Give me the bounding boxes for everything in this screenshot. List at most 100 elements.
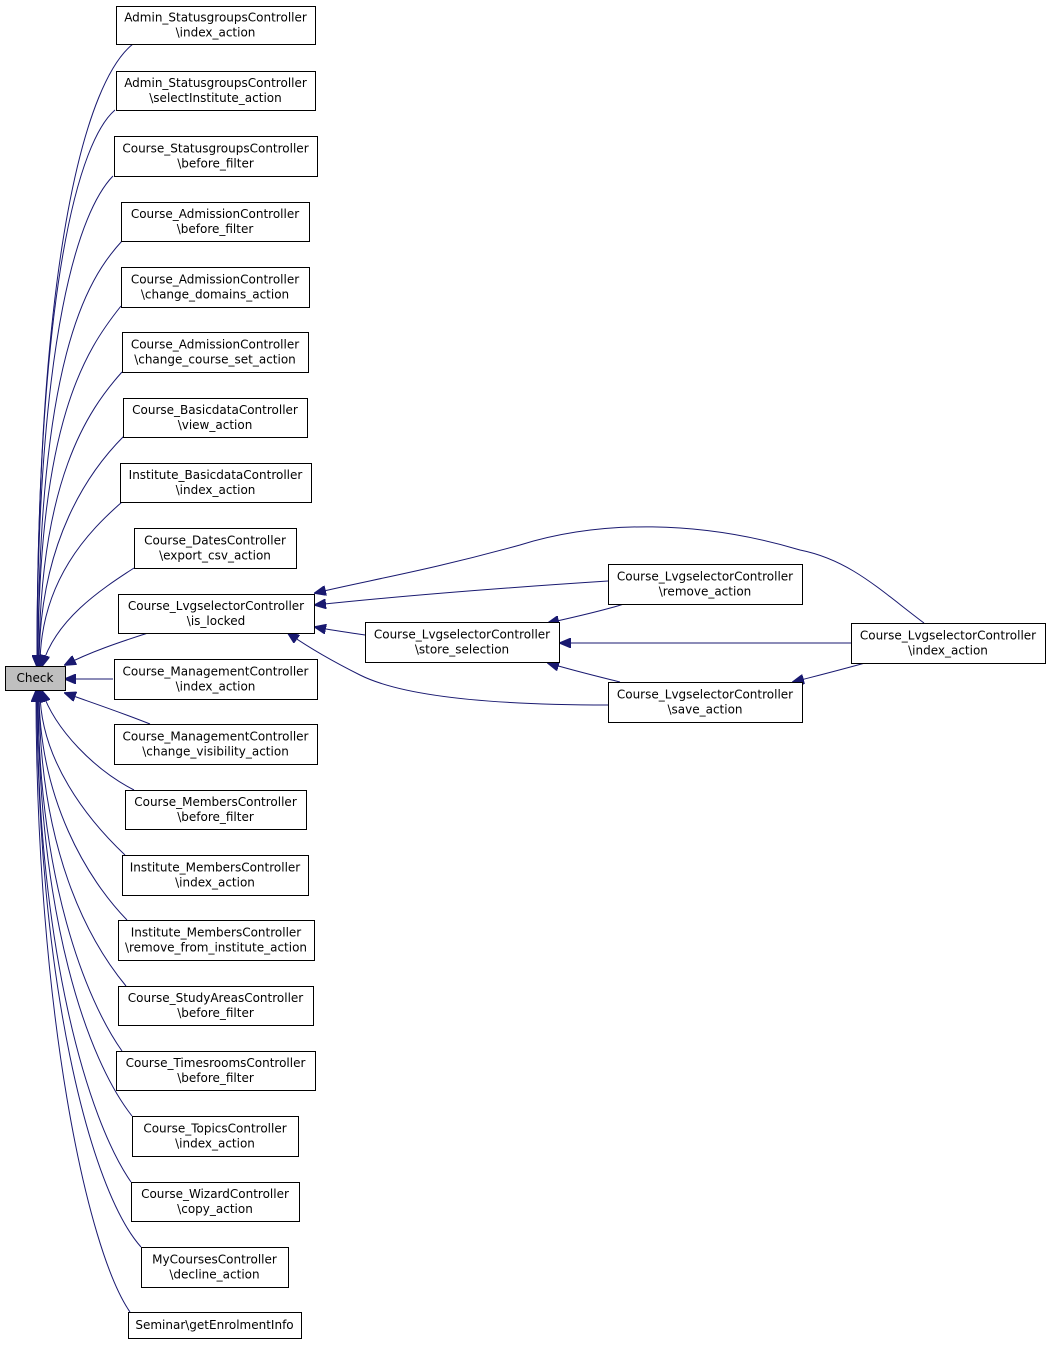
node-label-line-2: \index_action	[175, 1137, 255, 1151]
edge-n12-to-check	[65, 693, 151, 725]
node-label-line-2: \store_selection	[415, 643, 509, 657]
node-n18[interactable]: Course_TopicsController\index_action	[132, 1116, 299, 1157]
edge-n10-to-check	[65, 632, 149, 665]
node-n8[interactable]: Institute_BasicdataController\index_acti…	[120, 463, 312, 503]
node-label: MyCoursesController	[152, 1253, 277, 1267]
node-label-line-2: \before_filter	[177, 157, 254, 171]
node-label-line-2: \before_filter	[177, 1006, 254, 1020]
node-n17[interactable]: Course_TimesroomsController\before_filte…	[116, 1051, 316, 1091]
edge-n21-to-check	[36, 691, 131, 1313]
node-n5[interactable]: Course_AdmissionController\change_domain…	[121, 267, 310, 308]
node-box	[851, 623, 1046, 664]
node-n1[interactable]: Admin_StatusgroupsController\index_actio…	[116, 6, 316, 45]
edge-n8-to-check	[40, 501, 123, 666]
node-label: Course_LvgselectorController	[860, 629, 1036, 643]
node-label-line-2: \index_action	[175, 876, 255, 890]
node-n9[interactable]: Course_DatesController\export_csv_action	[134, 528, 297, 569]
node-store[interactable]: Course_LvgselectorController\store_selec…	[365, 622, 560, 663]
edge-n18-to-check	[38, 691, 133, 1117]
node-label-line-2: \save_action	[667, 703, 742, 717]
node-n13[interactable]: Course_MembersController\before_filter	[125, 790, 307, 830]
node-label: Course_LvgselectorController	[374, 628, 550, 642]
node-label-line-2: \before_filter	[177, 222, 254, 236]
node-box	[123, 398, 308, 438]
edge-n2-to-check	[37, 109, 116, 666]
node-label: Course_ManagementController	[123, 730, 309, 744]
node-label-line-2: \index_action	[176, 483, 256, 497]
node-label-line-2: \index_action	[908, 644, 988, 658]
edge-n7-to-check	[39, 435, 125, 666]
node-box	[128, 1312, 302, 1339]
node-label: Course_AdmissionController	[131, 207, 299, 221]
node-label-line-2: \index_action	[176, 26, 256, 40]
node-n20[interactable]: MyCoursesController\decline_action	[141, 1247, 289, 1288]
edge-save-to-n10	[288, 633, 609, 706]
node-n19[interactable]: Course_WizardController\copy_action	[131, 1182, 300, 1222]
node-n15[interactable]: Institute_MembersController\remove_from_…	[118, 920, 315, 961]
node-label: Seminar\getEnrolmentInfo	[135, 1318, 293, 1332]
node-box	[118, 986, 314, 1026]
node-box	[116, 71, 316, 111]
node-n6[interactable]: Course_AdmissionController\change_course…	[122, 332, 309, 373]
node-n12[interactable]: Course_ManagementController\change_visib…	[114, 724, 318, 765]
node-n7[interactable]: Course_BasicdataController\view_action	[123, 398, 308, 438]
node-box	[114, 724, 318, 765]
node-label: Course_ManagementController	[123, 665, 309, 679]
node-box	[134, 528, 297, 569]
node-box	[122, 855, 309, 896]
node-label: Admin_StatusgroupsController	[124, 76, 307, 90]
node-label: Course_TopicsController	[143, 1122, 286, 1136]
node-n11[interactable]: Course_ManagementController\index_action	[114, 659, 318, 700]
edge-n13-to-check	[42, 691, 135, 791]
edge-remove-to-n10	[315, 580, 609, 605]
node-box	[118, 920, 315, 961]
edge-remove-to-store	[548, 603, 625, 623]
edge-n16-to-check	[39, 691, 127, 987]
node-label: Institute_BasicdataController	[129, 468, 303, 482]
edge-store-to-n10	[315, 627, 366, 636]
node-box	[132, 1116, 299, 1157]
node-index[interactable]: Course_LvgselectorController\index_actio…	[851, 623, 1046, 664]
edge-index-to-n10	[315, 526, 925, 624]
node-label: Course_AdmissionController	[131, 273, 299, 287]
node-label-line-2: \export_csv_action	[159, 549, 271, 563]
node-label: Course_LvgselectorController	[128, 599, 304, 613]
node-n2[interactable]: Admin_StatusgroupsController\selectInsti…	[116, 71, 316, 111]
node-box	[125, 790, 307, 830]
edge-n4-to-check	[38, 240, 123, 666]
edge-save-to-store	[548, 663, 621, 683]
node-label: Course_AdmissionController	[131, 338, 299, 352]
node-label-line-2: \copy_action	[177, 1202, 253, 1216]
node-n4[interactable]: Course_AdmissionController\before_filter	[121, 202, 310, 242]
node-label: Course_MembersController	[134, 795, 297, 809]
node-box	[116, 6, 316, 45]
node-n14[interactable]: Institute_MembersController\index_action	[122, 855, 309, 896]
node-box	[141, 1247, 289, 1288]
node-box	[116, 1051, 316, 1091]
node-label-line-2: \decline_action	[169, 1268, 259, 1282]
edge-n15-to-check	[39, 691, 128, 921]
node-label: Course_StatusgroupsController	[122, 142, 308, 156]
node-n16[interactable]: Course_StudyAreasController\before_filte…	[118, 986, 314, 1026]
node-box	[608, 564, 803, 605]
node-label-line-2: \index_action	[176, 680, 256, 694]
node-box	[121, 202, 310, 242]
edge-n14-to-check	[40, 691, 126, 856]
node-n10[interactable]: Course_LvgselectorController\is_locked	[118, 594, 315, 634]
edge-index-to-save	[793, 662, 866, 682]
node-label: Course_DatesController	[144, 534, 286, 548]
node-save[interactable]: Course_LvgselectorController\save_action	[608, 682, 803, 723]
node-box	[608, 682, 803, 723]
edge-n6-to-check	[39, 371, 123, 666]
node-n21[interactable]: Seminar\getEnrolmentInfo	[128, 1312, 302, 1339]
edge-n5-to-check	[38, 305, 122, 666]
node-box	[5, 666, 66, 691]
edge-n19-to-check	[37, 691, 132, 1183]
node-label: Course_StudyAreasController	[128, 991, 304, 1005]
node-label: Check	[17, 671, 54, 685]
node-check[interactable]: Check	[5, 666, 66, 691]
node-n3[interactable]: Course_StatusgroupsController\before_fil…	[114, 136, 318, 177]
node-label-line-2: \before_filter	[177, 810, 254, 824]
node-box	[365, 622, 560, 663]
node-remove[interactable]: Course_LvgselectorController\remove_acti…	[608, 564, 803, 605]
